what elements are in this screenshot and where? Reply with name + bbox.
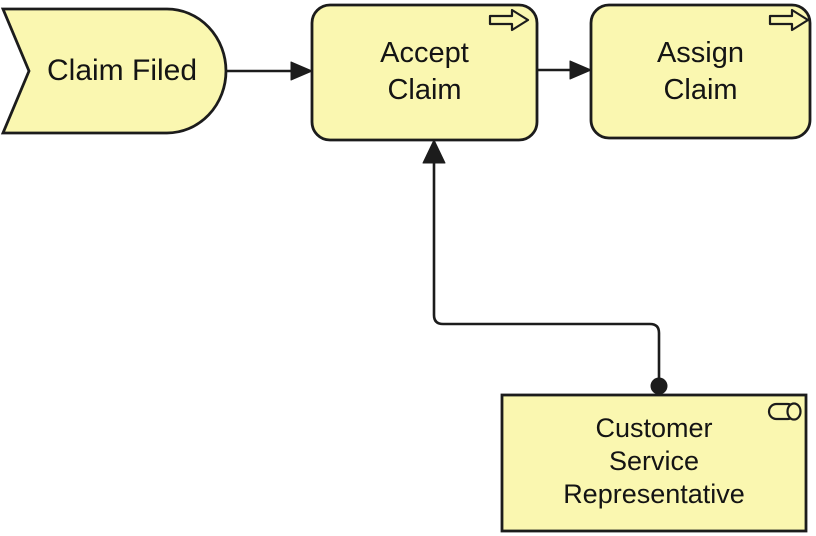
customer-service-representative-label: Customer Service Representative xyxy=(502,412,806,511)
role-cylinder-end-icon xyxy=(786,402,802,421)
assignment-ball-endpoint xyxy=(650,377,668,395)
node-assign-claim xyxy=(589,3,812,140)
csr-label-line2: Service xyxy=(608,446,700,476)
process-arrow-icon xyxy=(488,8,530,32)
claim-filed-label: Claim Filed xyxy=(46,54,198,87)
accept-claim-label-line1: Accept xyxy=(380,37,469,69)
arrowhead-into-accept-claim xyxy=(290,61,313,81)
assign-claim-label-line2: Claim xyxy=(663,74,738,106)
node-claim-filed xyxy=(0,7,228,135)
edge-csr-acceptclaim-assignment xyxy=(432,161,661,386)
node-accept-claim xyxy=(310,3,539,142)
process-arrow-icon xyxy=(768,8,810,32)
node-customer-service-representative xyxy=(500,393,808,533)
assign-claim-label-line1: Assign xyxy=(656,37,745,69)
assign-claim-label: Assign Claim xyxy=(591,35,810,109)
arrowhead-into-assign-claim xyxy=(569,60,592,80)
csr-label-line1: Customer xyxy=(595,413,713,443)
arrowhead-into-accept-claim-bottom xyxy=(422,139,446,164)
csr-label-line3: Representative xyxy=(563,479,745,509)
accept-claim-label-line2: Claim xyxy=(387,74,462,106)
accept-claim-label: Accept Claim xyxy=(312,35,537,109)
